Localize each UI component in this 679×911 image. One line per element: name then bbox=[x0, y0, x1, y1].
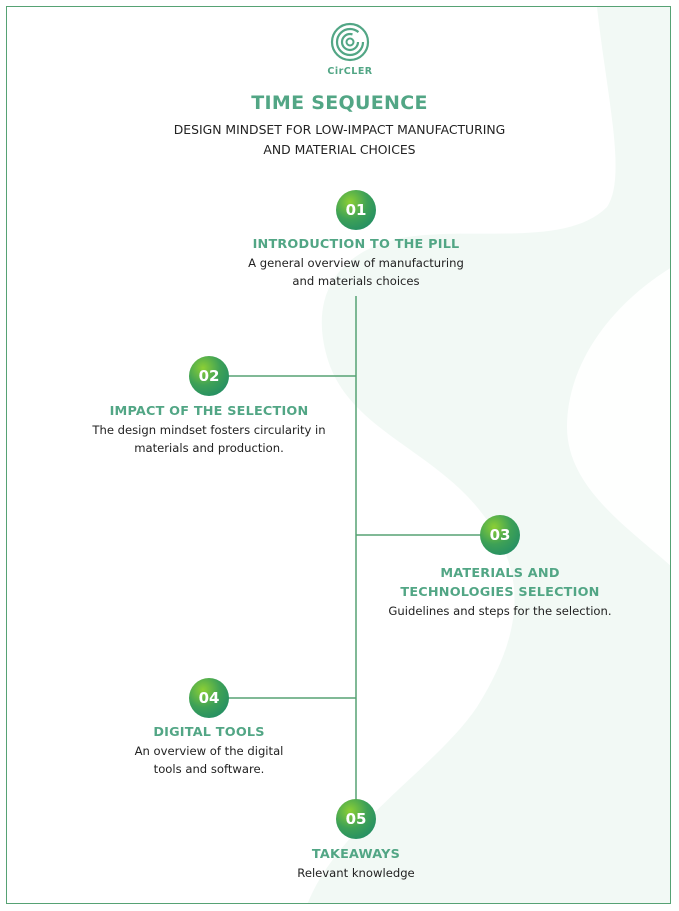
step-04-text-line-2: tools and software. bbox=[153, 762, 265, 776]
step-03-badge: 03 bbox=[480, 515, 520, 555]
step-01: INTRODUCTION TO THE PILL A general overv… bbox=[156, 235, 556, 290]
page-subtitle: DESIGN MINDSET FOR LOW-IMPACT MANUFACTUR… bbox=[7, 120, 670, 160]
step-04-badge: 04 bbox=[189, 678, 229, 718]
step-05-badge: 05 bbox=[336, 799, 376, 839]
step-03-title-line-1: MATERIALS AND bbox=[440, 566, 560, 581]
subtitle-line-1: DESIGN MINDSET FOR LOW-IMPACT MANUFACTUR… bbox=[173, 122, 506, 137]
step-05: TAKEAWAYS Relevant knowledge bbox=[206, 845, 506, 882]
background-ribbon-shape bbox=[307, 7, 670, 903]
page-title: TIME SEQUENCE bbox=[251, 92, 428, 114]
step-02-text-line-1: The design mindset fosters circularity i… bbox=[92, 423, 326, 437]
subtitle-line-2: AND MATERIAL CHOICES bbox=[263, 142, 416, 157]
step-02: IMPACT OF THE SELECTION The design minds… bbox=[59, 402, 359, 457]
step-01-badge: 01 bbox=[336, 190, 376, 230]
spiral-logo-icon bbox=[330, 22, 370, 62]
step-03-title-line-2: TECHNOLOGIES SELECTION bbox=[400, 585, 600, 600]
step-05-text-line-1: Relevant knowledge bbox=[297, 866, 415, 880]
step-01-title: INTRODUCTION TO THE PILL bbox=[252, 237, 460, 252]
step-02-text-line-2: materials and production. bbox=[134, 441, 284, 455]
step-01-text-line-2: and materials choices bbox=[292, 274, 420, 288]
step-04: DIGITAL TOOLS An overview of the digital… bbox=[89, 723, 329, 778]
step-02-title: IMPACT OF THE SELECTION bbox=[109, 404, 309, 419]
step-03-text-line-1: Guidelines and steps for the selection. bbox=[388, 604, 612, 618]
timeline-lines bbox=[225, 296, 485, 805]
step-02-badge: 02 bbox=[189, 356, 229, 396]
logo-text: CirCLER bbox=[327, 66, 373, 77]
step-03: MATERIALS AND TECHNOLOGIES SELECTION Gui… bbox=[360, 564, 640, 620]
step-04-title: DIGITAL TOOLS bbox=[153, 725, 265, 740]
page-frame: CirCLER TIME SEQUENCE DESIGN MINDSET FOR… bbox=[6, 6, 671, 904]
step-05-title: TAKEAWAYS bbox=[311, 847, 401, 862]
step-01-text-line-1: A general overview of manufacturing bbox=[248, 256, 464, 270]
step-04-text-line-1: An overview of the digital bbox=[134, 744, 284, 758]
